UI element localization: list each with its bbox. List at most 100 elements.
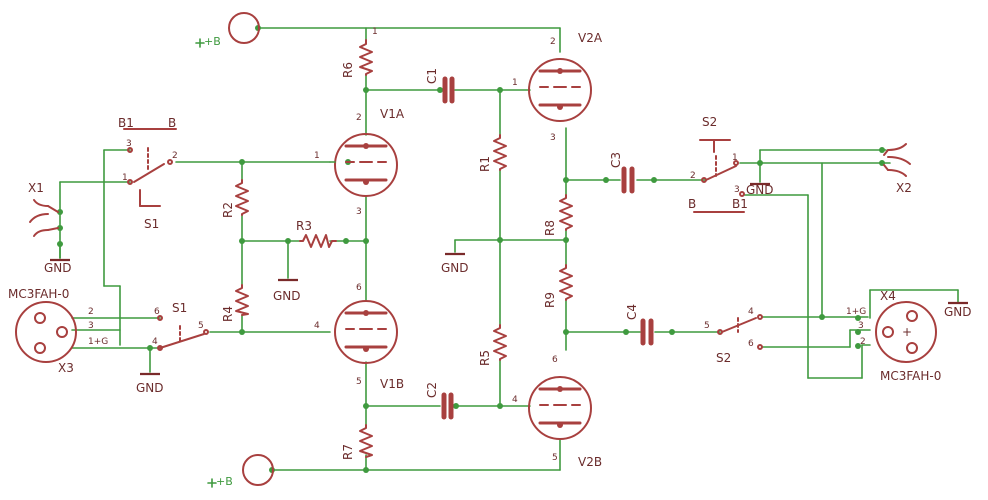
capacitor-c1: C1 (425, 68, 455, 104)
svg-text:B1: B1 (732, 197, 748, 211)
resistor-r6: R6 1 (341, 27, 378, 78)
svg-text:MC3FAH-0: MC3FAH-0 (8, 287, 69, 301)
svg-text:R2: R2 (221, 202, 235, 218)
svg-text:GND: GND (746, 183, 774, 197)
svg-text:R8: R8 (543, 220, 557, 236)
resistor-r2: R2 (221, 179, 249, 218)
svg-text:B: B (168, 116, 176, 130)
svg-text:X2: X2 (896, 181, 912, 195)
svg-text:2: 2 (172, 151, 178, 161)
svg-text:C3: C3 (609, 152, 623, 168)
capacitor-c4: C4 (625, 304, 654, 346)
switch-s2-bottom: 5 4 6 S2 (704, 307, 763, 365)
svg-text:R4: R4 (221, 306, 235, 322)
xlr-connector-x4: + X4 MC3FAH-0 1+G 3 2 (846, 289, 941, 383)
svg-text:R6: R6 (341, 62, 355, 78)
svg-text:6: 6 (552, 355, 558, 365)
resistor-r5: R5 (478, 324, 507, 366)
svg-text:C1: C1 (425, 68, 439, 84)
svg-text:X1: X1 (28, 181, 44, 195)
svg-text:S2: S2 (702, 115, 717, 129)
svg-text:5: 5 (552, 453, 558, 463)
ground-x2: GND (746, 182, 774, 197)
jack-x2: X2 (883, 143, 912, 195)
svg-text:5: 5 (356, 377, 362, 387)
jack-x1: X1 (28, 181, 59, 237)
svg-text:GND: GND (944, 305, 972, 319)
svg-text:GND: GND (136, 381, 164, 395)
svg-text:GND: GND (441, 261, 469, 275)
svg-text:3: 3 (126, 139, 132, 149)
ground-mid: GND (441, 252, 469, 275)
resistor-r3: R3 (296, 219, 337, 248)
switch-s1-bottom: 6 4 5 S1 (152, 301, 209, 351)
resistor-r4: R4 (221, 284, 249, 322)
ground-x3: GND (136, 372, 164, 395)
svg-text:C2: C2 (425, 382, 439, 398)
svg-text:3: 3 (550, 133, 556, 143)
svg-text:1+G: 1+G (88, 337, 108, 347)
ground-x1: GND (44, 243, 72, 275)
tube-v2a: V2A 2 1 3 (512, 31, 603, 143)
svg-text:R3: R3 (296, 219, 312, 233)
svg-text:B: B (688, 197, 696, 211)
svg-text:V2B: V2B (578, 455, 602, 469)
svg-text:1: 1 (372, 27, 378, 37)
svg-text:R1: R1 (478, 156, 492, 172)
svg-text:2: 2 (860, 337, 866, 347)
svg-text:X4: X4 (880, 289, 896, 303)
capacitor-c3: C3 (609, 152, 635, 194)
tube-v1a: V1A 2 1 3 (314, 107, 405, 217)
resistor-r8: R8 (543, 194, 573, 236)
resistor-r1: R1 (478, 134, 507, 172)
svg-text:R9: R9 (543, 292, 557, 308)
svg-text:1+G: 1+G (846, 307, 866, 317)
capacitor-c2: C2 (425, 382, 454, 420)
svg-text:X3: X3 (58, 361, 74, 375)
svg-text:1: 1 (512, 78, 518, 88)
svg-text:MC3FAH-0: MC3FAH-0 (880, 369, 941, 383)
switch-s1-top: B1 B 3 1 2 S1 (118, 116, 178, 231)
svg-text:4: 4 (152, 337, 158, 347)
power-label-top: +B (204, 35, 221, 48)
power-supply-bottom: +B (207, 454, 274, 488)
svg-text:2: 2 (550, 37, 556, 47)
svg-text:R7: R7 (341, 444, 355, 460)
svg-text:B1: B1 (118, 116, 134, 130)
power-supply-top: +B (195, 12, 260, 48)
svg-text:V1B: V1B (380, 377, 404, 391)
svg-text:GND: GND (44, 261, 72, 275)
svg-text:1: 1 (122, 173, 128, 183)
svg-text:GND: GND (273, 289, 301, 303)
svg-text:3: 3 (88, 321, 94, 331)
svg-text:+: + (902, 325, 912, 339)
svg-text:2: 2 (88, 307, 94, 317)
tube-v2b: V2B 6 4 5 (512, 355, 602, 469)
svg-text:S1: S1 (144, 217, 159, 231)
svg-text:4: 4 (314, 321, 320, 331)
svg-text:2: 2 (690, 171, 696, 181)
resistor-r7: R7 (341, 424, 373, 460)
svg-text:2: 2 (356, 113, 362, 123)
svg-text:6: 6 (748, 339, 754, 349)
svg-text:6: 6 (356, 283, 362, 293)
svg-text:5: 5 (198, 321, 204, 331)
wires (59, 27, 959, 471)
power-label-bottom: +B (216, 475, 233, 488)
svg-text:V2A: V2A (578, 31, 603, 45)
tube-v1b: V1B 6 4 5 (314, 283, 404, 391)
svg-text:C4: C4 (625, 304, 639, 320)
xlr-connector-x3: MC3FAH-0 X3 2 3 1+G (8, 287, 108, 375)
svg-text:3: 3 (356, 207, 362, 217)
svg-text:6: 6 (154, 307, 160, 317)
svg-text:5: 5 (704, 321, 710, 331)
switch-s2-top: 1 2 3 S2 B B1 (688, 115, 748, 213)
svg-text:4: 4 (748, 307, 754, 317)
svg-text:R5: R5 (478, 350, 492, 366)
svg-text:3: 3 (734, 185, 740, 195)
svg-text:1: 1 (314, 151, 320, 161)
ground-x4: GND (944, 301, 972, 319)
svg-text:4: 4 (512, 395, 518, 405)
svg-text:S1: S1 (172, 301, 187, 315)
